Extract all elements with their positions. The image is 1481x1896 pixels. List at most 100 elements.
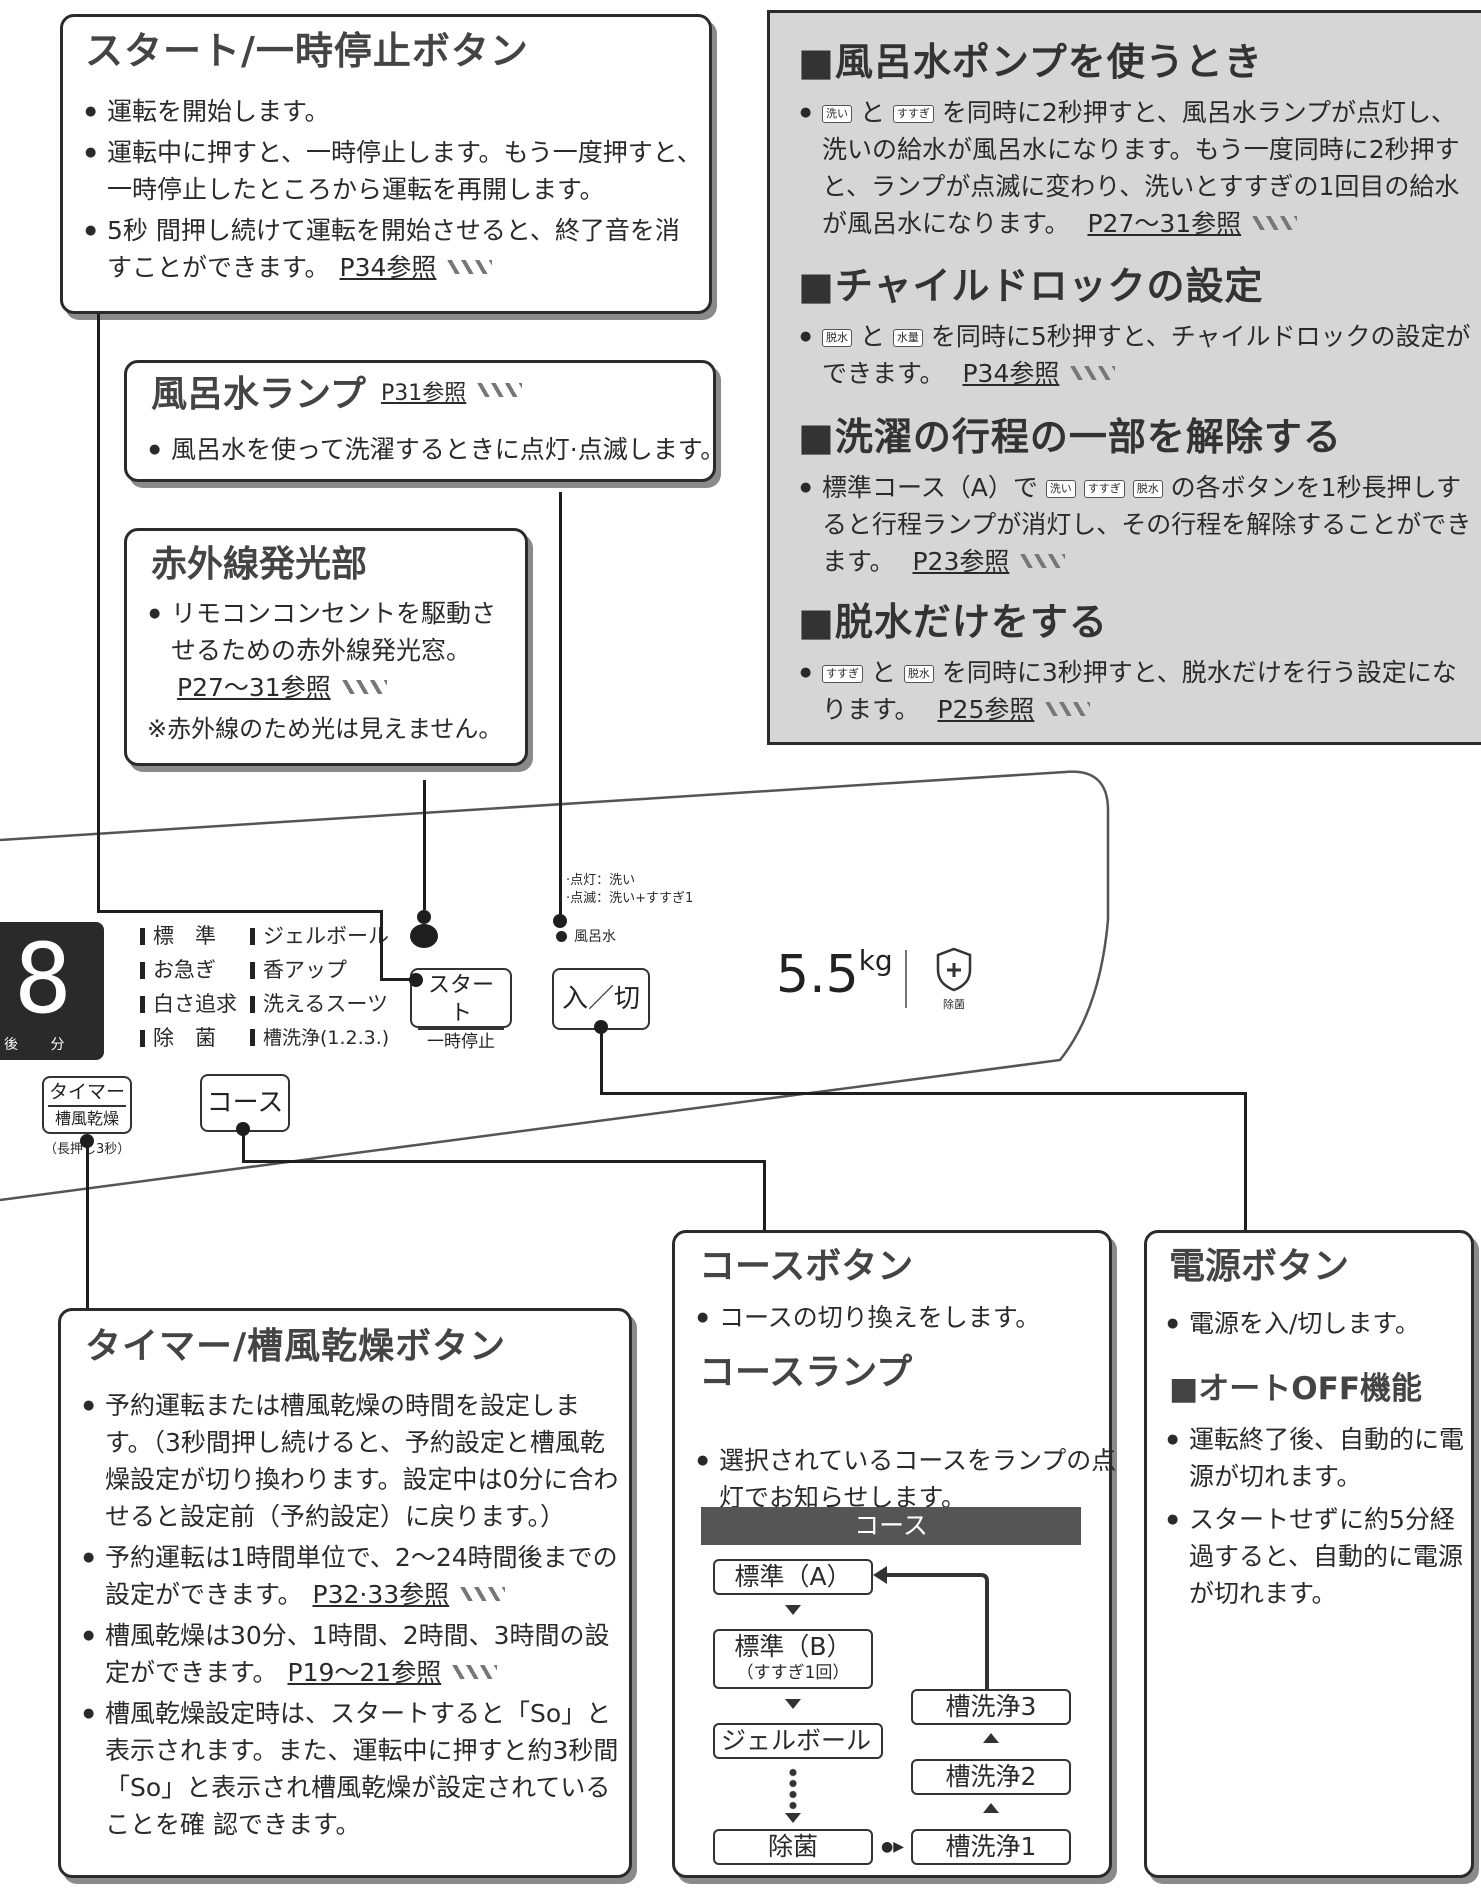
section-child-lock: ■チャイルドロックの設定 脱水 と 水量 を同時に5秒押すと、チャイルドロックの… <box>798 255 1478 392</box>
page-ref[interactable]: P34参照 <box>340 249 493 286</box>
jokin-badge: 除菌 <box>930 946 978 1016</box>
callout-item: 槽風乾燥は30分、1時間、2時間、3時間の設定ができます。P19〜21参照 <box>81 1617 621 1691</box>
page-ref[interactable]: P23参照 <box>912 543 1066 580</box>
power-callout: 電源ボタン 電源を入/切します。 ■オートOFF機能 運転終了後、自動的に電源が… <box>1144 1230 1474 1878</box>
key-suiryo: 水量 <box>892 329 923 347</box>
leader-dot <box>553 914 567 928</box>
flow-gel: ジェルボール <box>713 1723 883 1759</box>
leader-line <box>242 1130 245 1162</box>
key-susugi: すすぎ <box>1083 480 1125 498</box>
page-ref[interactable]: P19〜21参照 <box>288 1654 498 1691</box>
leader-line <box>600 1092 1247 1095</box>
flow-arrow-up <box>983 1803 999 1813</box>
callout-item: 槽風乾燥設定時は、スタートすると「So」と表示されます。また、運転中に押すと約3… <box>81 1695 621 1843</box>
flow-arrow-up <box>983 1733 999 1743</box>
shield-plus-icon <box>936 947 972 992</box>
flow-std-a: 標準（A） <box>713 1559 873 1595</box>
key-arai: 洗い <box>822 105 852 123</box>
lamp-kaori: 香アップ <box>250 954 347 986</box>
callout-title: ■オートOFF機能 <box>1169 1371 1422 1407</box>
lamp-suit: 洗えるスーツ <box>250 988 388 1020</box>
divider <box>905 950 907 1008</box>
callout-title: タイマー/槽風乾燥ボタン <box>85 1326 507 1367</box>
course-flow-header: コース <box>701 1507 1081 1545</box>
leader-line <box>559 492 562 924</box>
callout-title: 赤外線発光部 <box>151 544 368 585</box>
leader-line <box>380 978 416 981</box>
lamp-oisogi: お急ぎ <box>140 954 216 986</box>
lamp-sosenjo: 槽洗浄(1.2.3.) <box>250 1022 389 1054</box>
callout-item: 風呂水を使って洗濯するときに点灯·点滅します。 <box>147 431 736 468</box>
section-text: の各ボタンを1秒長押しすると行程ランプが消灯し、その行程を解除することができます… <box>822 473 1472 576</box>
ir-emitter-callout: 赤外線発光部 リモコンコンセントを駆動させるための赤外線発光窓。P27〜31参照… <box>124 528 528 766</box>
leader-dot <box>80 1134 94 1148</box>
page-ref[interactable]: P34参照 <box>962 355 1116 392</box>
timer-dry-button[interactable]: タイマー 槽風乾燥 <box>42 1076 132 1134</box>
leader-line <box>1244 1092 1247 1232</box>
flow-jokin: 除菌 <box>713 1829 873 1865</box>
flow-dots <box>788 1767 798 1813</box>
digit-value: 8 <box>14 923 72 1035</box>
callout-item: 選択されているコースをランプの点灯でお知らせします。 <box>695 1442 1119 1516</box>
flow-arrow <box>785 1813 801 1823</box>
callout-item: 5秒 間押し続けて運転を開始させると、終了音を消すことができます。P34参照 <box>83 212 703 286</box>
control-panel-outline <box>0 770 1110 1202</box>
page-ref[interactable]: P27〜31参照 <box>1087 205 1297 242</box>
page-ref[interactable]: P31参照 <box>381 375 523 407</box>
start-pause-callout: スタート/一時停止ボタン 運転を開始します。 運転中に押すと、一時停止します。も… <box>60 14 712 314</box>
callout-item: 運転中に押すと、一時停止します。もう一度押すと、一時停止したところから運転を再開… <box>83 134 703 208</box>
leader-dot <box>417 910 431 924</box>
section-bath-pump: ■風呂水ポンプを使うとき 洗い と すすぎ を同時に2秒押すと、風呂水ランプが点… <box>798 31 1478 242</box>
callout-title: スタート/一時停止ボタン <box>85 29 529 73</box>
bath-lamp-notes: ·点灯：洗い ·点滅：洗い+すすぎ1 <box>566 873 694 906</box>
leader-line <box>97 314 100 912</box>
digit-display: 8 後 分 <box>0 922 104 1060</box>
leader-line <box>600 1030 603 1094</box>
bath-lamp-dot <box>556 931 567 942</box>
leader-line <box>423 780 426 910</box>
callout-note: ※赤外線のため光は見えません。 <box>147 715 503 743</box>
key-arai: 洗い <box>1045 480 1076 498</box>
lamp-gelball: ジェルボール <box>250 920 389 952</box>
key-susugi: すすぎ <box>892 105 934 123</box>
lamp-hyojun: 標 準 <box>140 920 216 952</box>
flow-loop-arrow <box>873 1566 989 1689</box>
section-spin-only: ■脱水だけをする すすぎ と 脱水 を同時に3秒押すと、脱水だけを行う設定になり… <box>798 591 1478 728</box>
flow-arrow <box>785 1605 801 1615</box>
callout-item: 運転を開始します。 <box>83 93 703 130</box>
section-title: ■洗濯の行程の一部を解除する <box>798 415 1342 459</box>
callout-item: 運転終了後、自動的に電源が切れます。 <box>1165 1421 1465 1495</box>
info-panel: ■風呂水ポンプを使うとき 洗い と すすぎ を同時に2秒押すと、風呂水ランプが点… <box>767 10 1481 745</box>
page-ref[interactable]: P32·33参照 <box>313 1576 506 1613</box>
section-text: を同時に5秒押すと、チャイルドロックの設定ができます。 <box>822 322 1471 388</box>
callout-title: 風呂水ランプ <box>151 374 366 415</box>
key-dassui: 脱水 <box>1132 480 1163 498</box>
section-cancel-step: ■洗濯の行程の一部を解除する 標準コース（A）で 洗い すすぎ 脱水 の各ボタン… <box>798 406 1478 580</box>
ir-window <box>410 924 438 948</box>
lamp-shirosa: 白さ追求 <box>140 988 237 1020</box>
callout-item: 予約運転または槽風乾燥の時間を設定します。（3秒間押し続けると、予約設定と槽風乾… <box>81 1387 621 1535</box>
flow-so3: 槽洗浄3 <box>911 1689 1071 1725</box>
flow-arrow <box>785 1699 801 1709</box>
callout-item: 予約運転は1時間単位で、2〜24時間後までの設定ができます。P32·33参照 <box>81 1539 621 1613</box>
bath-lamp-callout: 風呂水ランプ P31参照 風呂水を使って洗濯するときに点灯·点滅します。 <box>124 360 725 482</box>
leader-line <box>97 910 382 913</box>
callout-item: スタートせずに約5分経過すると、自動的に電源が切れます。 <box>1165 1501 1465 1612</box>
capacity-label: 5.5kg <box>776 944 893 1005</box>
leader-line <box>763 1160 766 1232</box>
timer-callout: タイマー/槽風乾燥ボタン 予約運転または槽風乾燥の時間を設定します。（3秒間押し… <box>58 1308 632 1878</box>
start-pause-button[interactable]: スタート 一時停止 <box>410 968 512 1052</box>
section-title: ■チャイルドロックの設定 <box>798 264 1264 308</box>
leader-dot <box>236 1122 250 1136</box>
callout-item: 電源を入/切します。 <box>1165 1305 1481 1342</box>
leader-line <box>242 1160 766 1163</box>
key-dassui: 脱水 <box>822 329 852 347</box>
page-ref[interactable]: P25参照 <box>937 691 1091 728</box>
section-text: を同時に2秒押すと、風呂水ランプが点灯し、洗いの給水が風呂水になります。もう一度… <box>822 98 1460 238</box>
page-ref[interactable]: P27〜31参照 <box>177 669 387 706</box>
leader-dot <box>409 973 423 987</box>
callout-title: コースランプ <box>699 1352 913 1393</box>
lamp-jokin: 除 菌 <box>140 1022 216 1054</box>
key-susugi: すすぎ <box>822 665 863 683</box>
leader-line <box>86 1140 89 1310</box>
